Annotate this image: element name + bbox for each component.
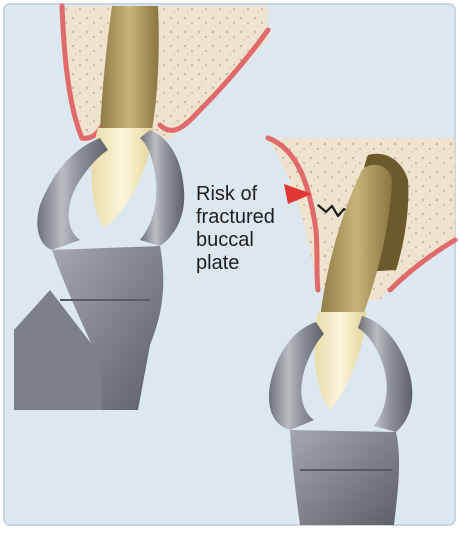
caption-line-1: Risk of: [196, 183, 316, 206]
right-forceps-handle: [290, 430, 399, 525]
caption-line-2: fractured: [196, 206, 316, 229]
caption-line-4: plate: [196, 252, 316, 275]
fracture-risk-caption: Risk of fractured buccal plate: [196, 183, 316, 275]
caption-line-3: buccal: [196, 229, 316, 252]
